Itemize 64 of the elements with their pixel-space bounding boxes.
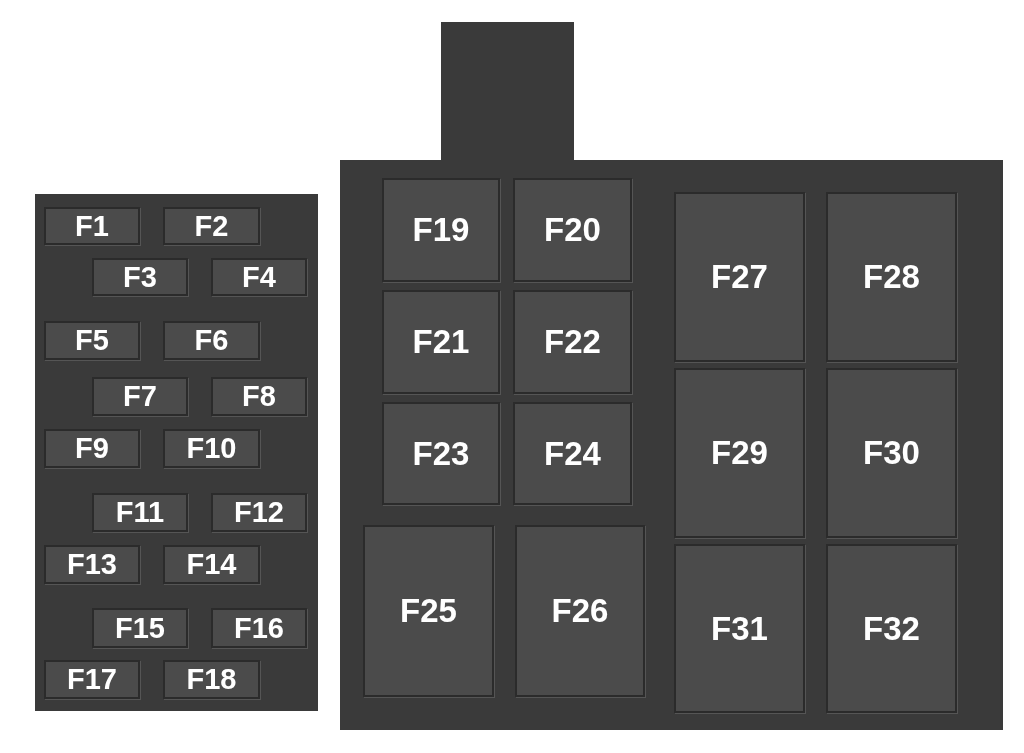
fuse-label: F13 [67,548,117,581]
fuse-label: F8 [242,380,276,413]
fuse-label: F10 [186,432,237,465]
fuse-label: F17 [67,663,117,696]
fuse-label: F32 [863,609,920,648]
fuse-slot [674,368,805,538]
fuse-slot [674,544,805,713]
fuse-slot [382,178,500,282]
fuse-slot [382,290,500,394]
fuse-label: F9 [75,432,109,465]
fuse-label: F11 [115,496,165,529]
fuse-label: F27 [711,258,768,296]
fuse-slot [163,429,260,468]
fuse-slot [44,207,140,245]
fuse-label: F1 [75,209,109,243]
fuse-slot [44,660,140,699]
fuse-slot [513,402,632,505]
fuse-slot [163,545,260,584]
fuse-slot [163,321,260,360]
fuse-slot [92,377,188,416]
fuse-slot [363,525,494,697]
fuse-label: F15 [115,611,165,645]
fuse-slot [163,660,260,699]
fuse-label: F12 [234,496,284,529]
fuse-slot [163,207,260,245]
fuse-slot [826,192,957,362]
fuse-slot [92,493,188,532]
fuse-slot [382,402,500,505]
fuse-label: F25 [400,592,457,630]
fuse-slot [826,544,957,713]
fuse-label: F29 [711,434,768,472]
fuse-label: F22 [544,323,601,361]
fuse-label: F24 [544,434,601,473]
fuse-label: F2 [194,209,229,243]
fuse-label: F7 [123,380,157,413]
fuse-slot [92,258,188,296]
fuse-label: F26 [551,592,609,630]
fuse-label: F20 [544,211,601,249]
fuse-label: F6 [194,324,229,357]
fuse-slot [44,429,140,468]
fuse-label: F31 [711,609,768,648]
fuse-slot [515,525,645,697]
fuse-slot [513,290,632,394]
fuse-label: F14 [186,548,237,581]
fuse-slot [826,368,957,538]
fuse-label: F23 [412,434,470,473]
fuse-label: F19 [412,211,470,249]
fuse-slot [44,545,140,584]
fuse-slot [211,258,307,296]
fuse-slot [513,178,632,282]
fuse-label: F5 [75,324,109,357]
fuse-slot [92,608,188,648]
fuse-label: F16 [234,611,284,645]
fuse-label: F3 [123,260,157,294]
fuse-slot [211,493,307,532]
fuse-label: F28 [863,258,920,296]
fuse-slot [674,192,805,362]
fuse-slot [211,608,307,648]
fuse-label: F18 [186,663,237,696]
fuse-slot [211,377,307,416]
fuse-slot [44,321,140,360]
fuse-label: F30 [863,434,920,472]
fuse-label: F21 [412,323,470,361]
fuse-label: F4 [242,260,276,294]
